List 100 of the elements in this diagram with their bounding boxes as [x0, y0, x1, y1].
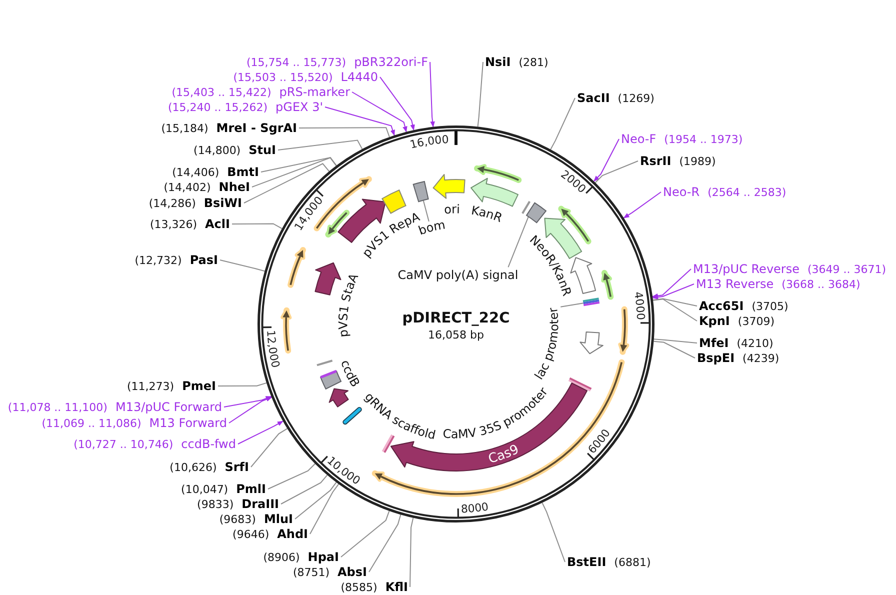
leader-line — [260, 157, 337, 172]
primer-name: ccdB-fwd — [181, 437, 236, 451]
leader-line — [294, 482, 337, 520]
leader-line — [477, 62, 484, 128]
cut-position: (9646) — [232, 528, 270, 541]
primer-binding-range: (15,754 .. 15,773) — [246, 56, 346, 69]
primer-binding-range: (3649 .. 3671) — [808, 263, 886, 276]
leader-line — [652, 298, 698, 306]
enzyme-name: BmtI — [227, 165, 259, 179]
cut-position: (15,184) — [161, 122, 208, 135]
primer-binding-range: (10,727 .. 10,746) — [74, 438, 174, 451]
leader-line — [324, 106, 395, 136]
leader-line — [298, 127, 390, 138]
cut-position: (281) — [518, 56, 548, 69]
primer-name: M13 Reverse — [696, 277, 774, 291]
cut-position: (8585) — [340, 581, 378, 594]
primer-binding-range: (1954 .. 1973) — [664, 133, 743, 146]
cut-position: (14,286) — [148, 197, 196, 210]
leader-line — [278, 140, 363, 150]
feature-box — [320, 370, 342, 390]
cut-position: (11,273) — [127, 380, 174, 393]
cut-position: (9833) — [197, 498, 234, 511]
leader-line — [224, 396, 272, 408]
enzyme-name: HpaI — [308, 550, 339, 564]
cut-position: (8906) — [263, 551, 300, 564]
primer-name: pRS-marker — [279, 85, 350, 99]
leader-line — [430, 62, 435, 128]
enzyme-name: SacII — [577, 91, 610, 105]
cut-position: (10,047) — [181, 483, 228, 496]
enzyme-name: MreI - SgrAI — [216, 121, 297, 135]
enzyme-name: KpnI — [699, 314, 730, 328]
leader-line — [228, 396, 272, 424]
leader-line — [410, 517, 414, 588]
leader-line — [550, 98, 576, 150]
primer-name: L4440 — [340, 70, 378, 84]
primer-binding-range: (15,240 .. 15,262) — [168, 101, 268, 114]
plasmid-length: 16,058 bp — [428, 330, 484, 342]
leader-line — [542, 502, 566, 562]
enzyme-name: BspEI — [697, 351, 735, 365]
scale-label: 8000 — [460, 500, 490, 516]
leader-line — [422, 200, 430, 222]
leader-line — [652, 298, 698, 322]
leader-line — [268, 463, 316, 490]
enzyme-name: BsiWI — [204, 196, 242, 210]
cut-position: (1269) — [618, 92, 654, 105]
cut-position: (9683) — [219, 513, 256, 526]
leader-line — [218, 382, 267, 386]
cut-position: (4210) — [736, 337, 774, 350]
leader-line — [508, 216, 529, 268]
cut-position: (3709) — [738, 315, 774, 328]
scale-label: 16,000 — [408, 132, 450, 152]
cut-position: (6881) — [614, 556, 651, 569]
enzyme-name: RsrII — [640, 154, 672, 168]
enzyme-name: NsiI — [485, 55, 511, 69]
cut-position: (14,406) — [172, 166, 220, 179]
leader-line — [220, 260, 266, 272]
leader-line — [280, 474, 328, 504]
enzyme-name: AbsI — [338, 565, 367, 579]
feature-label: Cas9 — [486, 442, 522, 467]
feature-label: ori — [444, 202, 460, 217]
leader-line — [653, 338, 698, 344]
enzyme-name: AclI — [205, 217, 230, 231]
enzyme-name: KflI — [385, 580, 408, 594]
enzyme-name: PasI — [190, 253, 218, 267]
enzyme-name: AhdI — [277, 527, 308, 541]
enzyme-name: MfeI — [699, 336, 729, 350]
cut-position: (10,626) — [170, 461, 217, 474]
plasmid-name: pDIRECT_22C — [402, 310, 510, 328]
leader-line — [593, 138, 620, 182]
primer-name: Neo-F — [621, 132, 656, 146]
cut-position: (4239) — [742, 352, 780, 365]
leader-line — [250, 428, 288, 468]
primer-binding-range: (2564 .. 2583) — [708, 186, 786, 199]
leader-line — [310, 484, 340, 534]
leader-line — [232, 223, 282, 230]
primer-name: pGEX 3' — [276, 100, 323, 114]
feature-label: CaMV poly(A) signal — [398, 268, 518, 282]
feature-label: KanR — [470, 203, 504, 226]
primer-name: pBR322ori-F — [354, 55, 428, 69]
enzyme-name: SrfI — [224, 460, 249, 474]
leader-line — [238, 420, 284, 444]
primer-binding-range: (15,503 .. 15,520) — [233, 71, 333, 84]
primer-name: M13 Forward — [149, 416, 227, 430]
enzyme-name: PmeI — [182, 379, 216, 393]
enzyme-name: NheI — [218, 180, 250, 194]
leader-line — [594, 160, 638, 184]
leader-line — [252, 157, 337, 188]
cut-position: (8751) — [292, 566, 330, 579]
cut-position: (14,402) — [164, 181, 211, 194]
enzyme-name: StuI — [248, 143, 276, 157]
leader-line — [244, 163, 330, 204]
primer-binding-range: (15,403 .. 15,422) — [172, 86, 272, 99]
leader-line — [560, 302, 584, 308]
cut-position: (12,732) — [134, 254, 182, 267]
enzyme-name: DraIII — [242, 497, 279, 511]
cut-position: (14,800) — [194, 144, 241, 157]
cut-position: (1989) — [679, 155, 716, 168]
leader-line — [380, 76, 415, 131]
leader-line — [352, 92, 408, 132]
leader-line — [368, 514, 402, 572]
